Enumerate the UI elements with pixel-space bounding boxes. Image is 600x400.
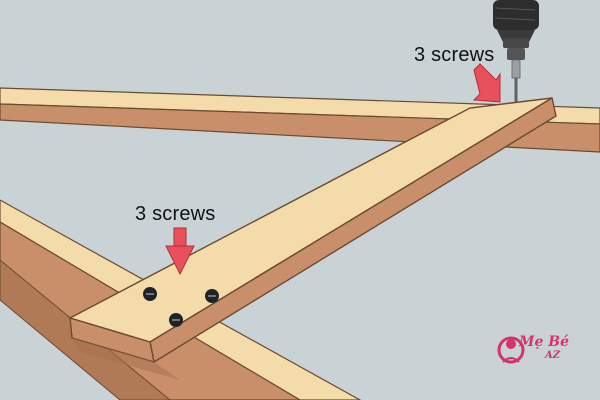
- drill-icon: [493, 0, 539, 102]
- callout-label-bottom: 3 screws: [135, 203, 216, 225]
- brace-board: [68, 96, 557, 380]
- callout-label-top: 3 screws: [414, 44, 495, 66]
- screw-icon: [169, 313, 183, 327]
- watermark-subtext: AZ: [545, 350, 561, 361]
- watermark-text: Mẹ Bé: [519, 334, 570, 350]
- logo-icon: [497, 336, 525, 364]
- watermark-logo: Mẹ Bé AZ: [497, 328, 570, 378]
- arrow-down-icon: [165, 227, 195, 276]
- arrow-down-icon: [472, 63, 501, 103]
- screw-icon: [143, 287, 157, 301]
- screw-icon: [205, 289, 219, 303]
